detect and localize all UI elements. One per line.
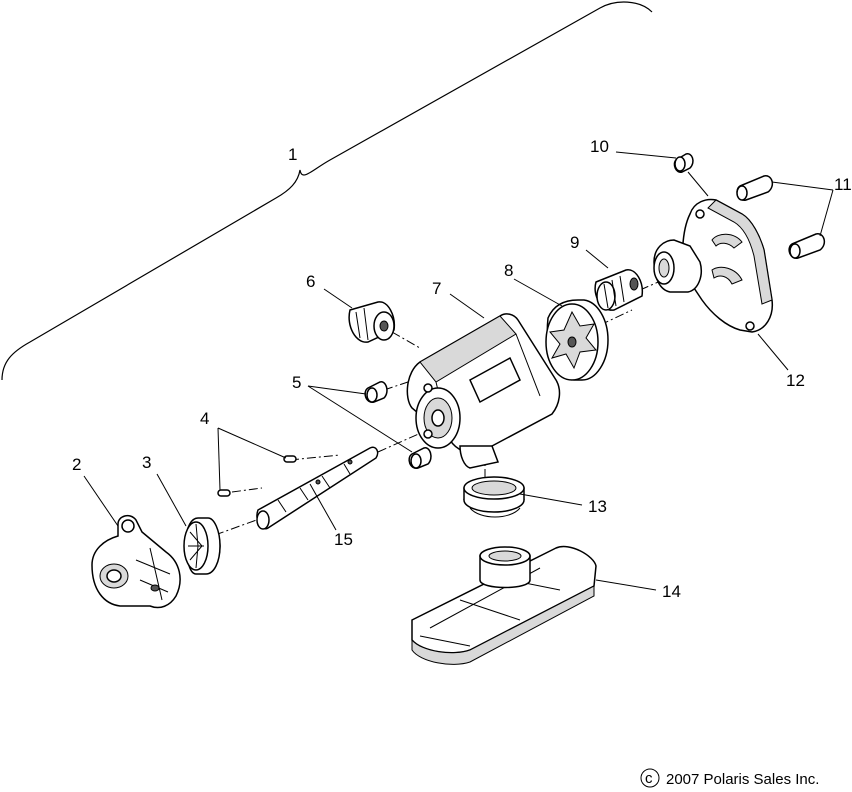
part-6-gear-coupler <box>348 301 396 343</box>
part-13-seal <box>463 476 525 518</box>
part-4-pins <box>217 455 297 497</box>
leader-11a <box>771 181 834 191</box>
part-9-drive-coupler <box>594 269 644 311</box>
part-5-dowel-pins <box>364 381 432 469</box>
callout-6: 6 <box>306 272 315 291</box>
centerline-pin-upper <box>289 454 341 461</box>
copyright-symbol: c <box>645 770 653 787</box>
leader-14 <box>595 579 657 591</box>
leader-9 <box>585 249 609 269</box>
leader-13 <box>519 493 583 506</box>
assembly-brace <box>1 1 653 381</box>
leader-5b <box>307 385 413 453</box>
part-7-pump-housing <box>406 313 561 469</box>
leader-6 <box>323 288 353 309</box>
callout-9: 9 <box>570 233 579 252</box>
callout-3: 3 <box>142 453 151 472</box>
leader-3 <box>156 473 187 527</box>
leader-4b <box>217 427 221 491</box>
centerline-shaft-housing <box>377 427 433 453</box>
leader-2 <box>83 475 119 527</box>
callout-7: 7 <box>432 279 441 298</box>
leader-7 <box>449 293 485 319</box>
callout-15: 15 <box>334 530 353 549</box>
leader-11b <box>819 189 834 237</box>
callout-11: 11 <box>834 175 852 194</box>
callout-14: 14 <box>662 582 681 601</box>
copyright-circle <box>640 768 660 788</box>
centerline-lower <box>214 517 263 536</box>
copyright-text: 2007 Polaris Sales Inc. <box>666 771 819 788</box>
callout-8: 8 <box>504 261 513 280</box>
part-12-cover-plate <box>653 198 774 333</box>
leader-12 <box>757 333 789 371</box>
callout-10: 10 <box>590 137 609 156</box>
part-2-end-cover <box>91 514 181 609</box>
part-14-oil-screen <box>411 545 597 665</box>
callout-4: 4 <box>200 409 209 428</box>
leader-15 <box>309 483 337 531</box>
part-3-inner-rotor <box>183 517 221 575</box>
part-10-dowel <box>673 153 694 173</box>
part-8-outer-rotor <box>545 299 609 381</box>
callout-2: 2 <box>72 455 81 474</box>
leader-5a <box>307 385 367 395</box>
callout-13: 13 <box>588 497 607 516</box>
part-15-drive-shaft <box>256 446 379 530</box>
callout-5: 5 <box>292 373 301 392</box>
leader-10 <box>615 151 677 159</box>
leader-8 <box>513 278 563 307</box>
callout-1: 1 <box>288 145 297 164</box>
centerline-gear-6 <box>391 331 421 349</box>
centerline-dowel-upper <box>383 377 421 391</box>
callout-12: 12 <box>786 371 805 390</box>
copyright-notice: c 2007 Polaris Sales Inc. <box>640 768 819 788</box>
leader-10b <box>687 171 709 197</box>
centerline-pin-lower <box>231 487 263 493</box>
leader-4a <box>217 427 287 459</box>
